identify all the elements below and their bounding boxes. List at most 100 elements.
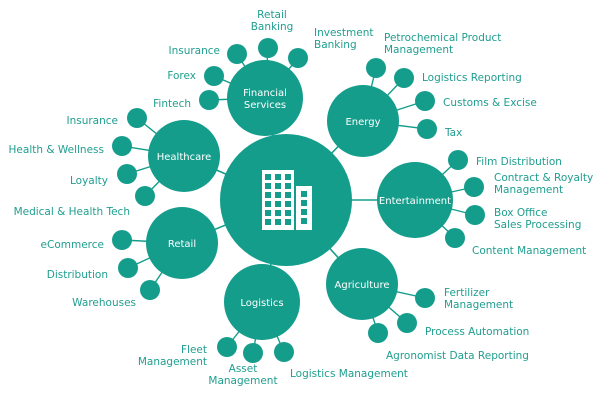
leaf-node-healthcare-2[interactable]	[117, 164, 137, 184]
leaf-label: Logistics Reporting	[422, 72, 522, 84]
building-window	[275, 174, 281, 180]
leaf-node-entertainment-0[interactable]	[448, 150, 468, 170]
leaf-label: Banking	[251, 21, 294, 33]
leaf-node-financial-3[interactable]	[204, 66, 224, 86]
hub-label-healthcare: Healthcare	[157, 152, 212, 163]
center-node	[220, 134, 352, 266]
building-window	[301, 191, 307, 197]
leaf-label: Management	[444, 299, 513, 311]
leaf-node-healthcare-1[interactable]	[112, 136, 132, 156]
building-window	[265, 183, 271, 189]
leaf-node-agriculture-1[interactable]	[397, 313, 417, 333]
building-window	[301, 200, 307, 206]
building-short-shape	[296, 186, 312, 230]
leaf-node-entertainment-2[interactable]	[465, 205, 485, 225]
leaf-node-logistics-1[interactable]	[243, 343, 263, 363]
building-window	[265, 201, 271, 207]
leaf-label: eCommerce	[41, 239, 104, 251]
leaf-label: Petrochemical Product	[384, 32, 501, 44]
leaf-node-retail-0[interactable]	[112, 230, 132, 250]
hub-logistics[interactable]: Logistics	[224, 264, 300, 340]
leaf-label: Box Office	[494, 207, 548, 219]
leaf-label: Film Distribution	[476, 156, 562, 168]
leaf-label: Forex	[167, 70, 196, 82]
hub-label-retail: Retail	[168, 239, 196, 250]
building-window	[265, 174, 271, 180]
leaf-label: Fertilizer	[444, 287, 490, 299]
building-window	[285, 183, 291, 189]
hub-nodes: FinancialServicesEnergyEntertainmentAgri…	[146, 60, 453, 340]
leaf-label: Loyalty	[70, 175, 108, 187]
hub-circle-healthcare	[148, 120, 220, 192]
leaf-label: Content Management	[472, 245, 586, 257]
hub-circle-entertainment	[377, 162, 453, 238]
hub-circle-retail	[146, 207, 218, 279]
leaf-node-agriculture-2[interactable]	[368, 323, 388, 343]
leaf-label: Logistics Management	[290, 368, 408, 380]
building-window	[275, 192, 281, 198]
leaf-label: Medical & Health Tech	[14, 206, 130, 218]
leaf-label: Banking	[314, 39, 357, 51]
hub-circle-financial	[227, 60, 303, 136]
leaf-node-healthcare-3[interactable]	[135, 186, 155, 206]
leaf-node-financial-2[interactable]	[288, 48, 308, 68]
leaf-node-retail-2[interactable]	[140, 280, 160, 300]
building-window	[275, 183, 281, 189]
building-window	[265, 219, 271, 225]
leaf-label: Health & Wellness	[9, 144, 104, 156]
leaf-node-financial-1[interactable]	[258, 38, 278, 58]
hub-label-agriculture: Agriculture	[335, 280, 390, 291]
leaf-label: Agronomist Data Reporting	[386, 350, 529, 362]
hub-retail[interactable]: Retail	[146, 207, 218, 279]
leaf-label: Distribution	[47, 269, 108, 281]
leaf-label: Fintech	[153, 98, 191, 110]
leaf-label: Investment	[314, 27, 373, 39]
leaf-node-energy-1[interactable]	[394, 68, 414, 88]
leaf-label: Insurance	[168, 45, 220, 57]
leaf-label: Fleet	[181, 344, 207, 356]
leaf-label: Asset	[229, 363, 258, 375]
leaf-label: Process Automation	[425, 326, 529, 338]
leaf-label: Warehouses	[72, 297, 136, 309]
hub-healthcare[interactable]: Healthcare	[148, 120, 220, 192]
building-window	[301, 209, 307, 215]
leaf-label: Tax	[444, 127, 462, 139]
hub-label-financial: Services	[244, 100, 286, 111]
hub-agriculture[interactable]: Agriculture	[326, 248, 398, 320]
leaf-node-financial-0[interactable]	[227, 44, 247, 64]
building-window	[285, 174, 291, 180]
leaf-node-logistics-0[interactable]	[217, 337, 237, 357]
hub-energy[interactable]: Energy	[327, 85, 399, 157]
building-window	[301, 218, 307, 224]
leaf-node-retail-1[interactable]	[118, 258, 138, 278]
leaf-label: Sales Processing	[494, 219, 581, 231]
building-window	[285, 219, 291, 225]
leaf-node-logistics-2[interactable]	[274, 342, 294, 362]
leaf-label: Management	[208, 375, 277, 387]
leaf-node-energy-0[interactable]	[366, 58, 386, 78]
building-window	[265, 192, 271, 198]
building-window	[275, 201, 281, 207]
leaf-label: Customs & Excise	[443, 97, 537, 109]
hub-label-entertainment: Entertainment	[379, 196, 451, 207]
leaf-label: Management	[384, 44, 453, 56]
leaf-node-entertainment-1[interactable]	[464, 177, 484, 197]
leaf-node-financial-4[interactable]	[199, 90, 219, 110]
building-window	[265, 210, 271, 216]
building-window	[285, 192, 291, 198]
hub-circle-energy	[327, 85, 399, 157]
leaf-node-energy-2[interactable]	[415, 91, 435, 111]
hub-label-logistics: Logistics	[240, 298, 283, 309]
leaf-label: Retail	[257, 9, 287, 21]
leaf-node-agriculture-0[interactable]	[415, 288, 435, 308]
leaf-node-entertainment-3[interactable]	[445, 228, 465, 248]
hub-entertainment[interactable]: Entertainment	[377, 162, 453, 238]
leaf-node-energy-3[interactable]	[417, 119, 437, 139]
hub-label-energy: Energy	[345, 117, 380, 128]
leaf-nodes	[112, 38, 485, 363]
leaf-node-healthcare-0[interactable]	[127, 108, 147, 128]
leaf-label: Insurance	[66, 115, 118, 127]
